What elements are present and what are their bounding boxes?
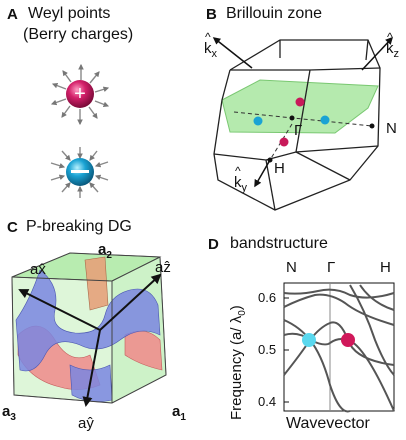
- outward-arrows: [50, 63, 110, 126]
- panel-b: B Brillouin zone: [200, 0, 406, 215]
- brillouin-zone-diagram: [212, 36, 394, 211]
- ax-arrow: [18, 289, 101, 331]
- minus-sign: [71, 170, 89, 173]
- panel-a: A Weyl points (Berry charges): [0, 0, 200, 215]
- positive-charge-sphere: [66, 80, 94, 108]
- plus-sign: +: [74, 83, 86, 105]
- n-point: [369, 123, 375, 129]
- ytick-04: 0.4: [258, 394, 277, 409]
- az-label: aẑ: [155, 259, 171, 276]
- weyl-point-minus-1: [253, 116, 263, 126]
- y-ticks: [284, 297, 289, 403]
- a3-label: a3: [2, 403, 16, 423]
- band-6: [349, 284, 395, 376]
- panel-d-letter: D: [208, 236, 219, 253]
- tick-gamma: Γ: [327, 259, 336, 276]
- inward-arrows: [50, 147, 109, 198]
- band-4: [283, 293, 395, 326]
- bandstructure-plot: [283, 282, 395, 413]
- panel-c-title: P-breaking DG: [26, 218, 132, 235]
- panel-d: D bandstructure N Γ H 0.6 0.5 0.4 Freque…: [200, 215, 406, 440]
- n-label: N: [386, 120, 397, 137]
- ky-label: ^ky: [234, 164, 247, 194]
- weyl-point-plus-marker: [341, 333, 355, 347]
- plot-frame: [283, 282, 395, 412]
- gamma-point: [289, 115, 295, 121]
- panel-d-title: bandstructure: [230, 235, 328, 252]
- tick-n: N: [286, 259, 297, 276]
- ax-label: ax̂: [30, 261, 46, 278]
- ay-label: aŷ: [78, 415, 94, 432]
- az-arrow: [99, 273, 162, 331]
- panel-a-title-line2: (Berry charges): [23, 26, 134, 43]
- band-7: [359, 284, 395, 311]
- kx-label: ^kx: [204, 30, 217, 60]
- red-gyroid-top: [84, 256, 109, 311]
- weyl-charge-diagram: +: [50, 63, 110, 198]
- panel-c: C P-breaking DG a2 a3 a1 ax̂ a: [0, 215, 200, 440]
- cube-edges: [11, 252, 167, 404]
- ytick-05: 0.5: [258, 342, 277, 357]
- a1-label: a1: [172, 403, 186, 423]
- x-axis-label: Wavevector: [286, 415, 370, 432]
- panel-a-title-line1: Weyl points: [28, 5, 111, 22]
- h-point: [267, 157, 273, 163]
- tick-h: H: [380, 259, 391, 276]
- kx-axis: [212, 37, 253, 69]
- gamma-n-line: [233, 111, 373, 127]
- blue-gyroid: [15, 269, 161, 372]
- a2-label: a2: [98, 241, 112, 261]
- band-3: [283, 321, 395, 376]
- weyl-point-plus-1: [295, 97, 305, 107]
- h-label: H: [274, 160, 285, 177]
- panel-a-letter: A: [7, 6, 18, 23]
- band-lines: [283, 284, 395, 413]
- panel-b-letter: B: [206, 6, 217, 23]
- ky-axis: [254, 159, 271, 188]
- polyhedron-edges: [213, 39, 381, 211]
- kz-axis: [361, 36, 394, 71]
- panel-b-title: Brillouin zone: [226, 5, 323, 22]
- band-1: [283, 319, 351, 413]
- panel-c-letter: C: [7, 219, 18, 236]
- weyl-point-minus-2: [320, 115, 330, 125]
- ytick-06: 0.6: [258, 290, 277, 305]
- weyl-point-plus-2: [279, 137, 289, 147]
- double-gyroid-cube: [11, 252, 167, 407]
- ay-arrow: [82, 329, 101, 407]
- gamma-label: Γ: [294, 122, 303, 139]
- kz-label: ^kz: [386, 30, 399, 60]
- band-5: [283, 288, 395, 299]
- weyl-point-minus-marker: [302, 333, 316, 347]
